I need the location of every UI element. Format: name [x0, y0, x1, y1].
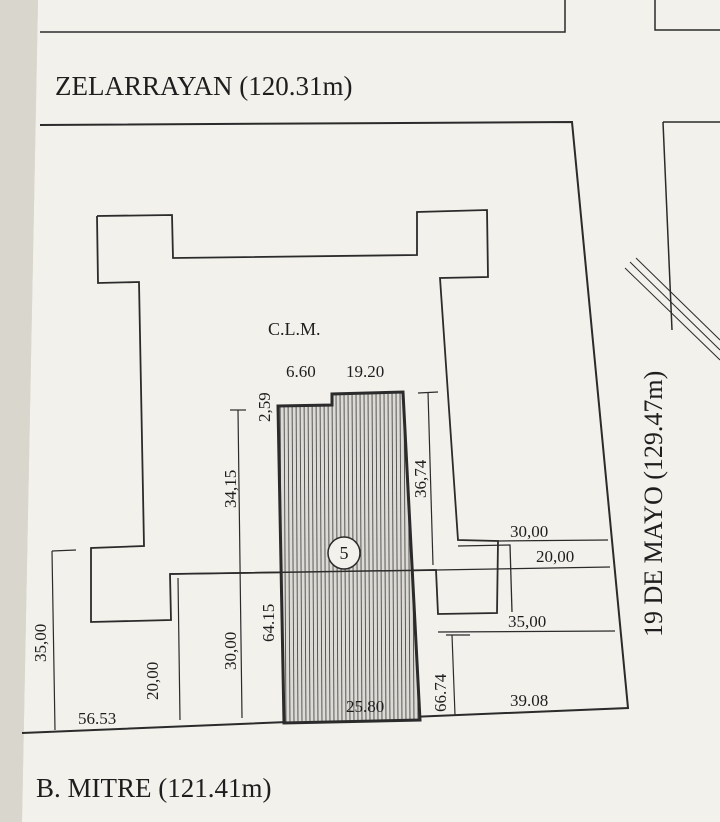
- top-frame-right: [654, 0, 720, 31]
- mid-property-line: [169, 569, 437, 575]
- lot-number: 5: [340, 543, 349, 563]
- dim-bottom-left: 56.53: [78, 709, 116, 728]
- right-property-line-30: [497, 539, 609, 542]
- dim-tick-far-left: [51, 549, 77, 552]
- annex-box: [457, 544, 513, 613]
- dim-line-left-64: [237, 409, 243, 719]
- block-code-label: C.L.M.: [268, 319, 321, 339]
- hatch-line: [371, 392, 375, 723]
- hatch-line: [383, 392, 387, 723]
- dim-left-64: 64.15: [259, 604, 278, 642]
- right-property-line-20: [435, 566, 611, 571]
- dim-line-left-30: [177, 577, 181, 721]
- dim-left-20: 20,00: [143, 662, 162, 700]
- hatch-line: [395, 392, 399, 723]
- street-label-north: ZELARRAYAN (120.31m): [55, 71, 353, 101]
- adjacent-block-side: [662, 121, 673, 331]
- hatch-line: [375, 392, 379, 723]
- right-property-line-35: [437, 630, 616, 633]
- dim-right-35: 35,00: [508, 612, 546, 631]
- dim-lot-top-left: 6.60: [286, 362, 316, 381]
- lot-number-circle: [327, 536, 361, 570]
- building-outline: [90, 209, 499, 623]
- diagonal-line-1: [624, 267, 720, 361]
- street-label-east: 19 DE MAYO (129.47m): [639, 371, 668, 637]
- dim-line-far-left-35: [51, 550, 56, 731]
- dim-bottom-right: 39.08: [510, 691, 548, 710]
- hatch-line: [303, 392, 307, 723]
- dim-far-left-35: 35,00: [31, 624, 50, 662]
- diagonal-line-3: [635, 257, 720, 341]
- hatch-line: [391, 392, 395, 723]
- dim-lot-notch: 2,59: [255, 392, 274, 422]
- diagonal-line-2: [629, 261, 720, 351]
- dim-left-30: 30,00: [221, 632, 240, 670]
- dim-lot-right-side: 36,74: [411, 459, 430, 498]
- hatch-line: [299, 392, 303, 723]
- hatch-line: [399, 392, 403, 723]
- dim-lot-bottom: 25.80: [346, 697, 384, 716]
- dim-line-right-66: [451, 634, 456, 716]
- hatch-line: [315, 392, 319, 723]
- hatch-line: [307, 392, 311, 723]
- hatch-line: [287, 392, 291, 723]
- hatch-line: [295, 392, 299, 723]
- hatch-line: [311, 392, 315, 723]
- hatch-line: [319, 392, 323, 723]
- dim-right-20: 20,00: [536, 547, 574, 566]
- street-label-south: B. MITRE (121.41m): [36, 773, 272, 803]
- hatch-line: [291, 392, 295, 723]
- dim-tick-right-36: [417, 391, 439, 394]
- hatch-line: [387, 392, 391, 723]
- hatch-line: [359, 392, 363, 723]
- paper-shadow: [0, 0, 38, 822]
- lot-5-outline: [276, 390, 422, 725]
- hatch-line: [363, 392, 367, 723]
- dim-line-right-36: [427, 391, 434, 566]
- dim-left-34: 34,15: [221, 470, 240, 508]
- dim-right-30: 30,00: [510, 522, 548, 541]
- hatch-line: [367, 392, 371, 723]
- top-frame-left: [40, 0, 566, 33]
- dim-lot-top-right: 19.20: [346, 362, 384, 381]
- hatch-line: [323, 392, 327, 723]
- dim-right-66: 66.74: [431, 673, 450, 712]
- hatch-line: [283, 392, 287, 723]
- hatch-line: [379, 392, 383, 723]
